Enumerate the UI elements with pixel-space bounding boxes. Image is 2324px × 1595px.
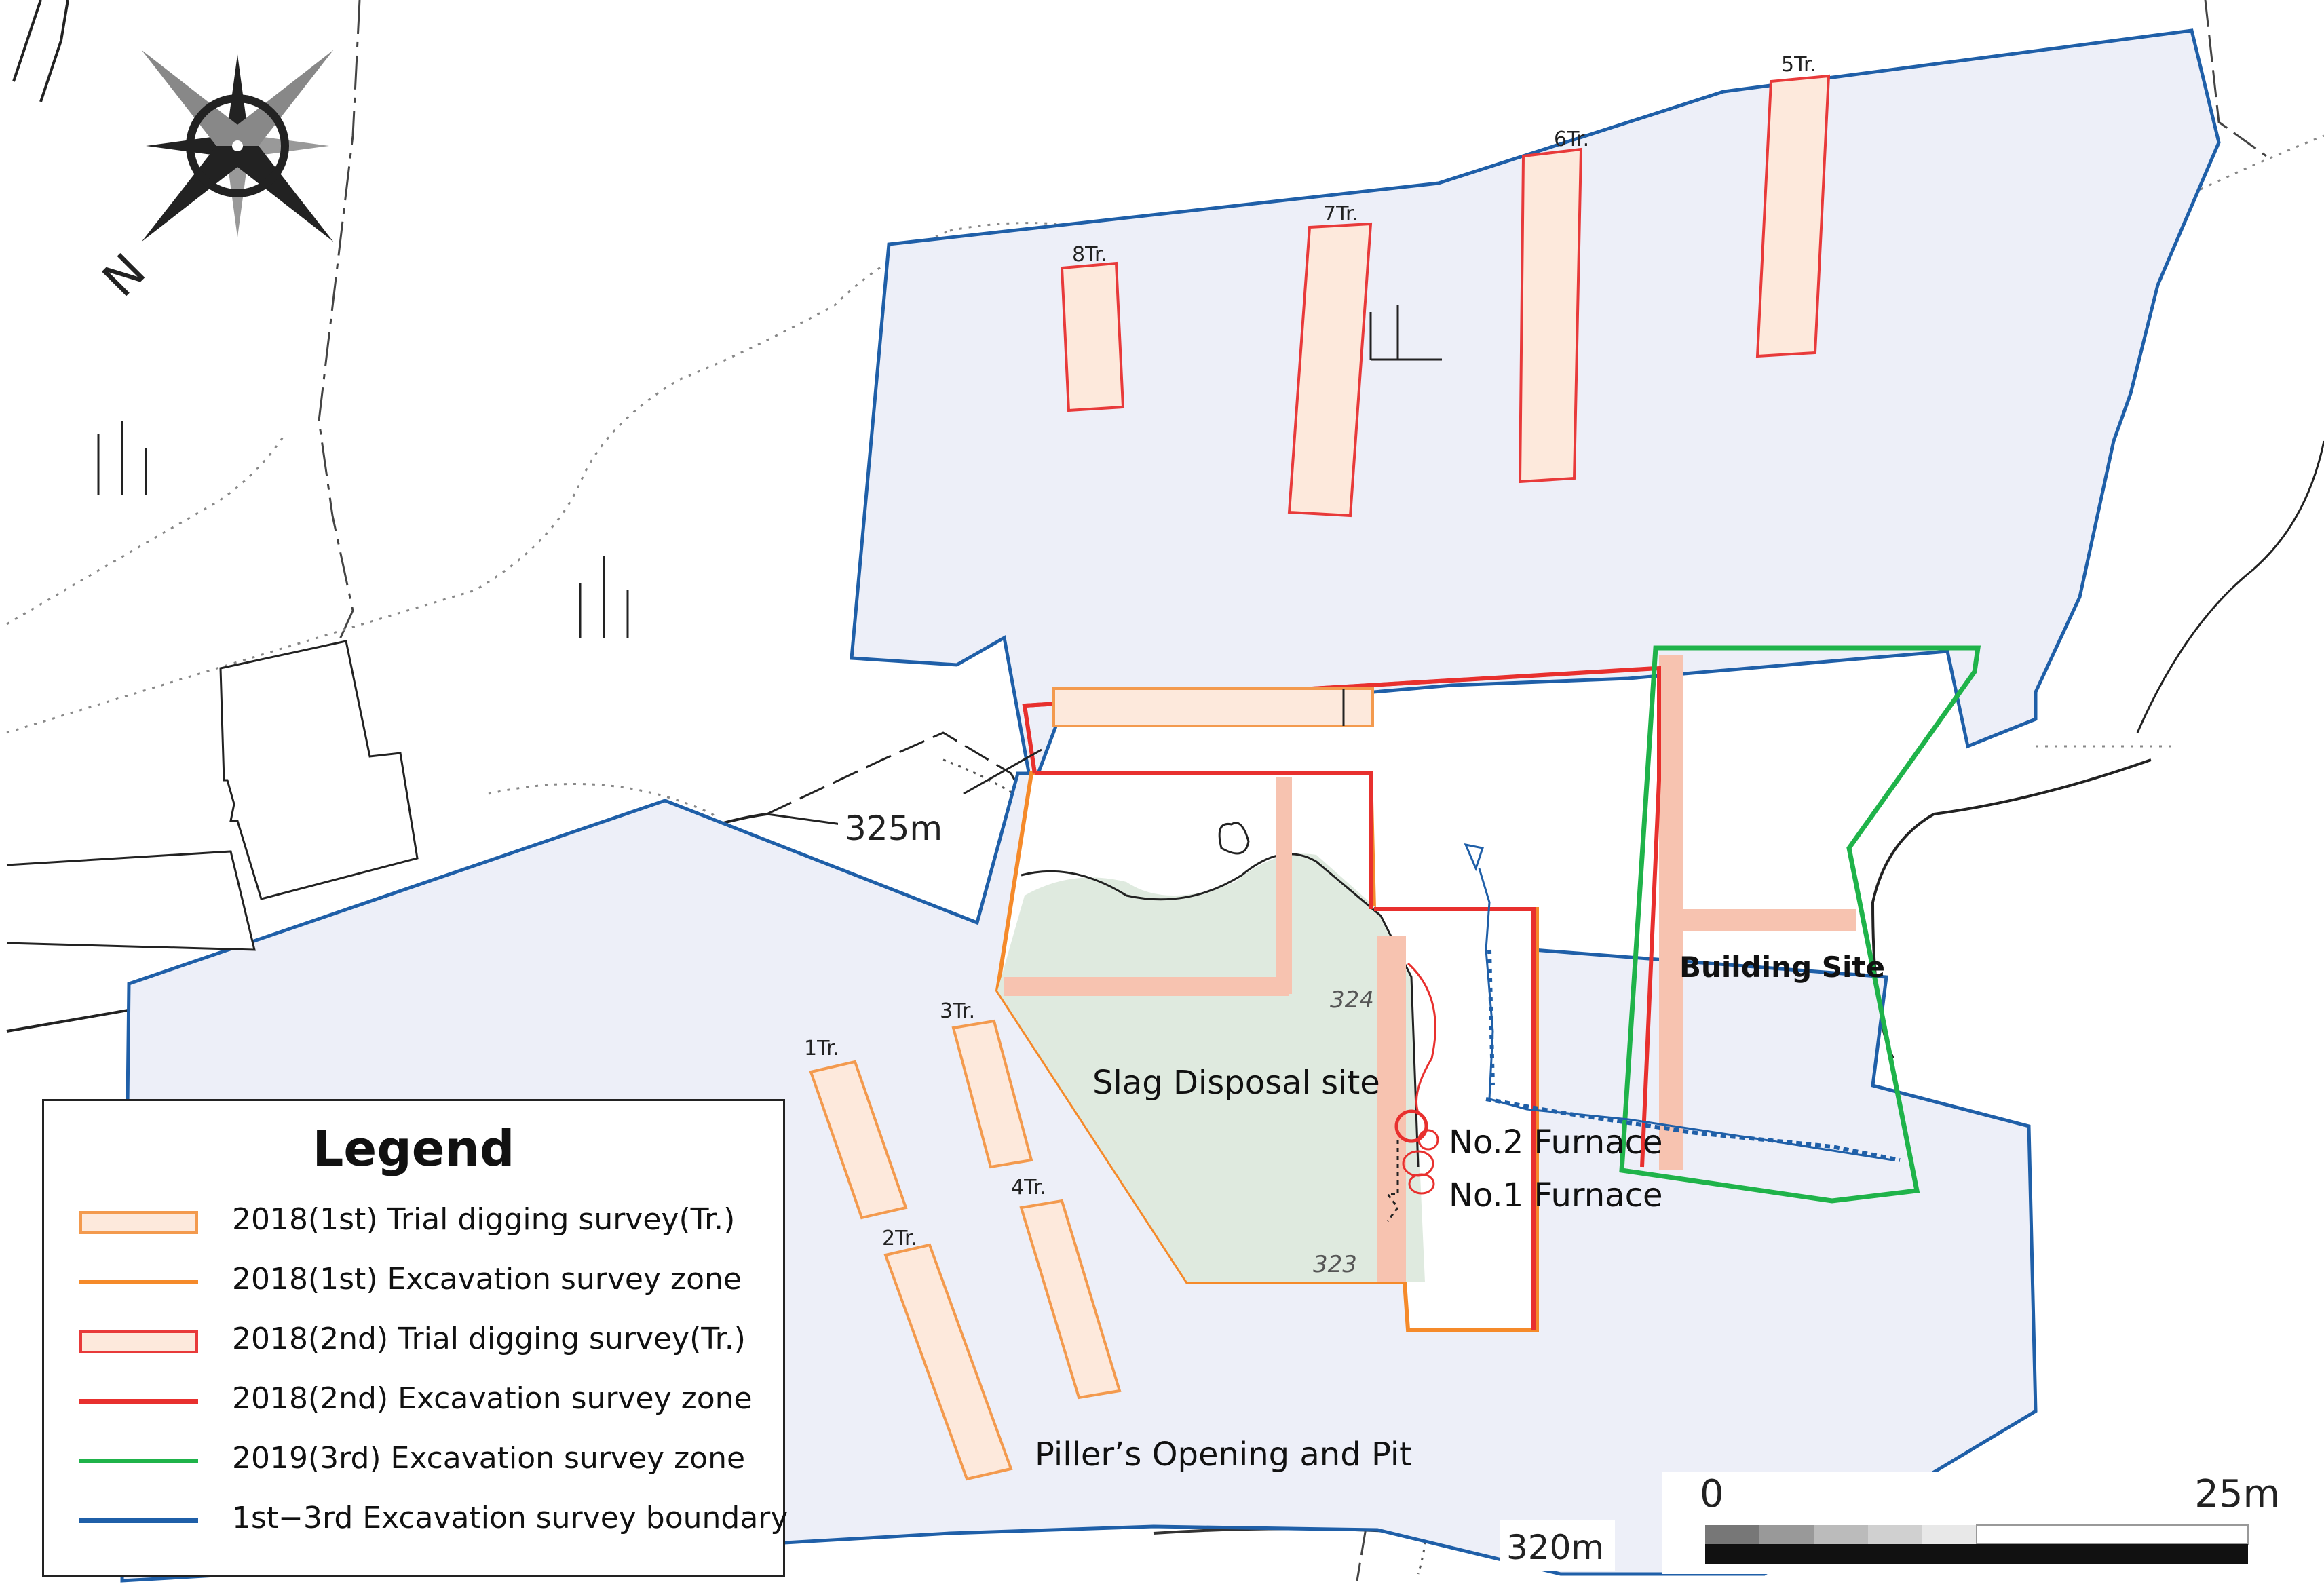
- building-site-label: Building Site: [1679, 950, 1885, 984]
- north-letter: N: [92, 243, 156, 307]
- legend-panel: Legend 2018(1st) Trial digging survey(Tr…: [42, 1099, 788, 1577]
- scale-bar: 0 25m: [1662, 1472, 2287, 1574]
- buildings: [6, 640, 419, 951]
- trench-label-2: 2Tr.: [882, 1227, 917, 1250]
- furnace-2-label: No.2 Furnace: [1449, 1123, 1663, 1161]
- trial-1st-swatch: [79, 1211, 198, 1234]
- contour-label-323: 323: [1313, 1251, 1357, 1278]
- zone-3rd-swatch: [79, 1459, 198, 1463]
- scale-start-label: 0: [1700, 1472, 1724, 1516]
- compass-rose-icon: [141, 50, 334, 242]
- zone-2nd-swatch: [79, 1399, 198, 1404]
- legend-item-zone-2018-1st: 2018(1st) Excavation survey zone: [79, 1256, 772, 1303]
- trenches-2nd: [1060, 74, 1831, 518]
- contour-label-324: 324: [1330, 986, 1374, 1014]
- scale-end-label: 25m: [2194, 1472, 2280, 1516]
- trench-label-8: 8Tr.: [1072, 243, 1107, 267]
- trench-label-7: 7Tr.: [1323, 202, 1358, 226]
- trench-label-3: 3Tr.: [940, 999, 975, 1023]
- excavation-zones: [995, 645, 1981, 1332]
- legend-label: 2018(2nd) Trial digging survey(Tr.): [232, 1322, 746, 1356]
- trench-labels: 5Tr. 6Tr. 7Tr. 8Tr. 1Tr. 2Tr. 3Tr. 4Tr.: [804, 53, 1816, 1250]
- boundary-swatch: [79, 1518, 198, 1523]
- vegetation-marks: [97, 305, 1442, 638]
- legend-item-trial-2018-2nd: 2018(2nd) Trial digging survey(Tr.): [79, 1315, 772, 1363]
- furnaces: [1386, 962, 1439, 1222]
- legend-label: 2018(1st) Trial digging survey(Tr.): [232, 1202, 736, 1237]
- slag-disposal-label: Slag Disposal site: [1092, 1064, 1380, 1102]
- contour-label-320: 320m: [1506, 1528, 1604, 1567]
- zone-1st-swatch: [79, 1280, 198, 1284]
- legend-item-zone-2019-3rd: 2019(3rd) Excavation survey zone: [79, 1435, 772, 1482]
- trenches-1st: [809, 1019, 1122, 1481]
- furnace-1-label: No.1 Furnace: [1449, 1176, 1663, 1214]
- legend-label: 2018(1st) Excavation survey zone: [232, 1262, 742, 1296]
- trench-label-1: 1Tr.: [804, 1037, 839, 1060]
- trench-label-4: 4Tr.: [1011, 1176, 1046, 1199]
- contour-label-325: 325m: [845, 809, 942, 848]
- legend-label: 1st−3rd Excavation survey boundary: [232, 1501, 788, 1535]
- legend-item-zone-2018-2nd: 2018(2nd) Excavation survey zone: [79, 1375, 772, 1423]
- legend-item-trial-2018-1st: 2018(1st) Trial digging survey(Tr.): [79, 1196, 772, 1244]
- legend-label: 2018(2nd) Excavation survey zone: [232, 1381, 753, 1416]
- legend-item-boundary: 1st−3rd Excavation survey boundary: [79, 1495, 788, 1542]
- pillar-opening-label: Piller’s Opening and Pit: [1035, 1436, 1412, 1474]
- drain-line: [1464, 843, 1901, 1162]
- trench-label-5: 5Tr.: [1781, 53, 1816, 77]
- legend-label: 2019(3rd) Excavation survey zone: [232, 1441, 746, 1476]
- trial-2nd-swatch: [79, 1330, 198, 1353]
- legend-title: Legend: [312, 1120, 515, 1177]
- scale-bar-graphic: [1705, 1524, 2249, 1564]
- trench-label-6: 6Tr.: [1554, 128, 1589, 151]
